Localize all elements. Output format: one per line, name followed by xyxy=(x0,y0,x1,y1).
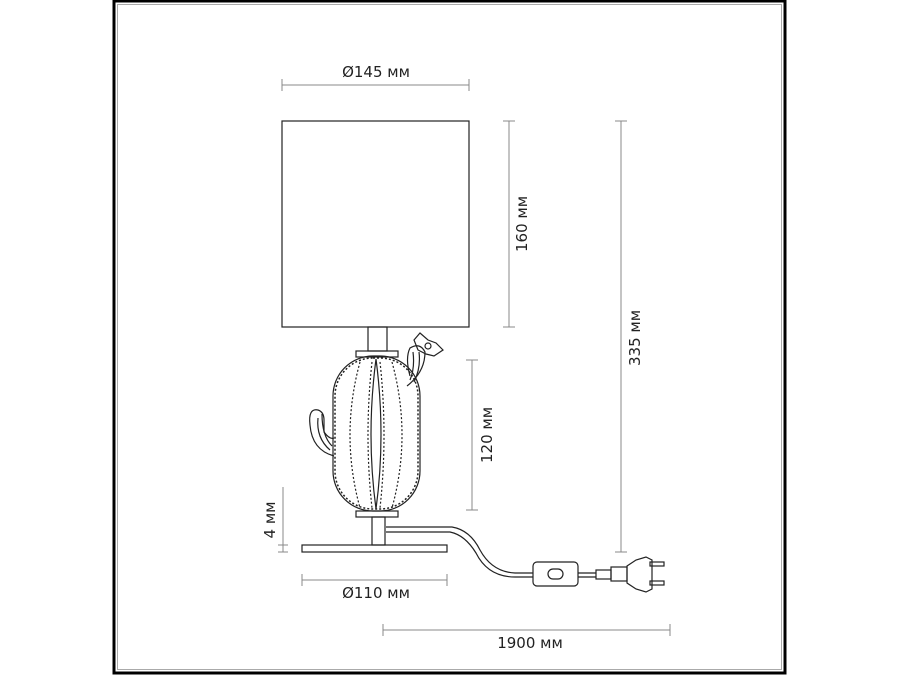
dim-base-diameter: Ø110 мм xyxy=(301,574,448,602)
dim-cord-length: 1900 мм xyxy=(382,624,671,652)
dim-shade-diameter: Ø145 мм xyxy=(281,63,470,91)
power-cord xyxy=(386,526,596,578)
plug-icon xyxy=(595,556,665,593)
dim-label: 1900 мм xyxy=(497,634,563,652)
dim-base-height: 4 мм xyxy=(261,487,288,553)
lamp-base xyxy=(301,544,448,553)
dim-total-height: 335 мм xyxy=(615,120,644,553)
dim-label: 335 мм xyxy=(626,310,644,366)
dim-label: 120 мм xyxy=(478,407,496,463)
cactus-body xyxy=(309,332,444,518)
frame xyxy=(112,0,787,675)
dim-body-height: 120 мм xyxy=(466,359,496,511)
dim-label: 4 мм xyxy=(261,502,279,539)
dim-label: 160 мм xyxy=(513,196,531,252)
dim-label: Ø110 мм xyxy=(342,584,410,602)
dim-shade-height: 160 мм xyxy=(503,120,531,328)
cord-switch xyxy=(532,561,579,587)
dim-label: Ø145 мм xyxy=(342,63,410,81)
lamp-shade xyxy=(281,120,470,328)
